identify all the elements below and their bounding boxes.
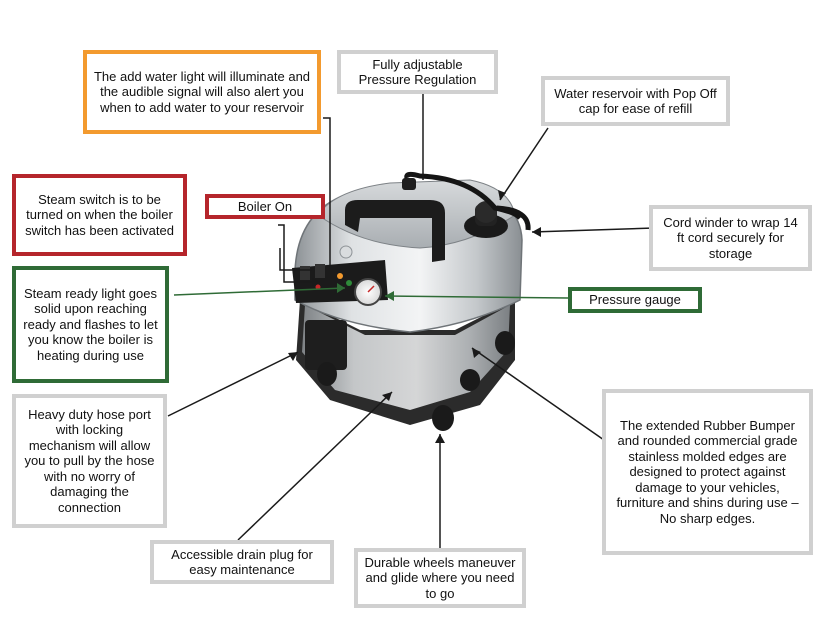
callout-wheels: Durable wheels maneuver and glide where …: [354, 548, 526, 608]
callout-water-reservoir: Water reservoir with Pop Off cap for eas…: [541, 76, 730, 126]
callout-cord-winder: Cord winder to wrap 14 ft cord securely …: [649, 205, 812, 271]
steamer-base: [296, 300, 515, 425]
callout-pressure-gauge: Pressure gauge: [568, 287, 702, 313]
wheels: [317, 331, 515, 431]
leader-lines: [167, 88, 655, 548]
callout-pressure-regulation: Fully adjustable Pressure Regulation: [337, 50, 498, 94]
callout-hose-port: Heavy duty hose port with locking mechan…: [12, 394, 167, 528]
callout-add-water-light: The add water light will illuminate and …: [83, 50, 321, 134]
control-panel: [292, 260, 388, 306]
callout-rubber-bumper: The extended Rubber Bumper and rounded c…: [602, 389, 813, 555]
callout-boiler-on: Boiler On: [205, 194, 325, 219]
callout-drain-plug: Accessible drain plug for easy maintenan…: [150, 540, 334, 584]
callout-steam-switch: Steam switch is to be turned on when the…: [12, 174, 187, 256]
callout-steam-ready-light: Steam ready light goes solid upon reachi…: [12, 266, 169, 383]
arrow-heads: [288, 190, 541, 443]
power-cord: [404, 171, 531, 231]
